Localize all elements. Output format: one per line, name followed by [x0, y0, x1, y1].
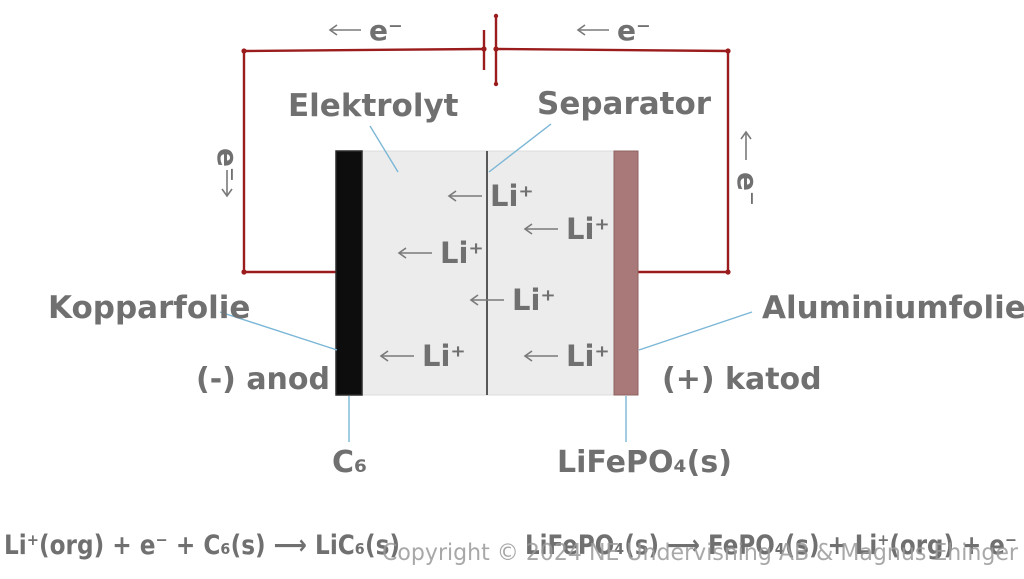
leader-separator [488, 123, 552, 173]
electrolyte-region [360, 150, 616, 396]
li-ion-label-4: Li⁺ [512, 283, 556, 317]
electron-label-top-left: e⁻ [369, 14, 403, 47]
electron-arrow-top-right [576, 24, 609, 36]
circuit-wire-left [242, 47, 485, 274]
anode-electrode [335, 150, 363, 396]
aluminium-foil-label: Aluminiumfolie [762, 290, 1024, 326]
electron-label-right-side: e⁻ [731, 172, 764, 206]
copyright-watermark: Copyright © 2024 NE Undervisning AB & Ma… [382, 540, 1019, 566]
electron-arrow-right-side [740, 130, 752, 160]
copper-foil-label: Kopparfolie [48, 290, 250, 326]
li-ion-label-5: Li⁺ [422, 339, 466, 373]
li-ion-arrow-3 [397, 247, 432, 259]
leader-copper-foil [219, 311, 338, 351]
li-ion-label-6: Li⁺ [566, 339, 610, 373]
circuit-wire-right [495, 47, 730, 274]
anode-label: (-) anod [196, 362, 330, 397]
anode-material-label: C₆ [332, 445, 367, 480]
cathode-reaction: LiFePO₄(s) ⟶ FePO₄(s) + Li⁺(org) + e⁻ [525, 530, 1017, 561]
leader-electrolyte [369, 125, 399, 173]
separator-label: Separator [537, 86, 712, 122]
electron-arrow-left-side [221, 170, 233, 198]
li-ion-label-2: Li⁺ [566, 212, 610, 246]
electrolyte-label: Elektrolyt [288, 88, 459, 124]
li-ion-label-1: Li⁺ [490, 179, 534, 213]
li-ion-label-3: Li⁺ [440, 236, 484, 270]
li-ion-arrow-6 [523, 350, 558, 362]
cathode-material-label: LiFePO₄(s) [557, 445, 732, 480]
cathode-electrode [613, 150, 639, 396]
leader-aluminium-foil [638, 311, 753, 351]
anode-reaction: Li⁺(org) + e⁻ + C₆(s) ⟶ LiC₆(s) [4, 530, 400, 561]
electron-arrow-top-left [328, 24, 361, 36]
cathode-label: (+) katod [662, 362, 822, 397]
li-ion-arrow-5 [379, 350, 414, 362]
li-ion-arrow-4 [469, 294, 504, 306]
li-ion-arrow-2 [523, 223, 558, 235]
electron-label-top-right: e⁻ [617, 14, 651, 47]
electron-label-left-side: e⁻ [211, 148, 244, 182]
wire-nodes [241, 13, 731, 275]
li-ion-arrow-1 [447, 190, 482, 202]
